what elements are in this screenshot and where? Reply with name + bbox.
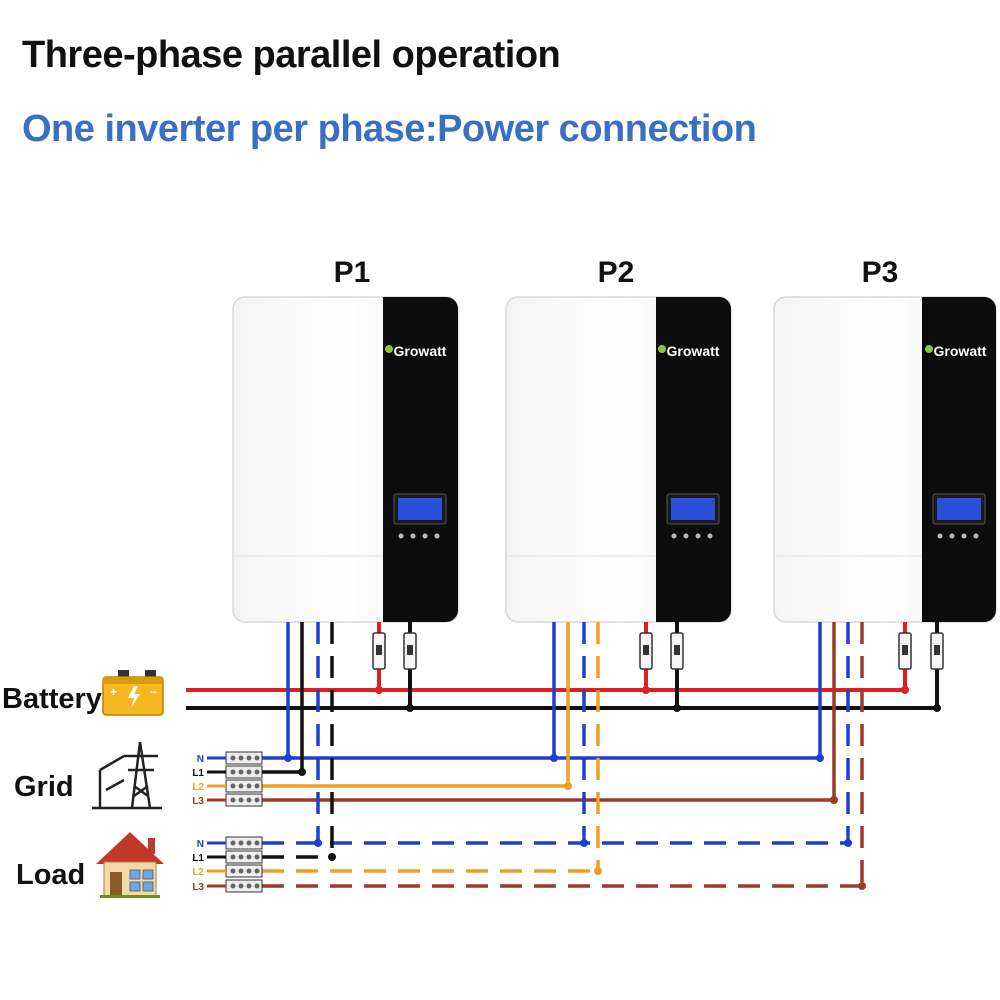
control-buttons xyxy=(937,533,979,539)
dc-breaker xyxy=(930,632,944,670)
dc-breaker xyxy=(639,632,653,670)
dc-breaker xyxy=(372,632,386,670)
inverter-label: P2 xyxy=(598,256,635,289)
terminal-label-l1: L1 xyxy=(192,853,204,864)
inverter-front-panel xyxy=(922,297,996,622)
control-buttons xyxy=(398,533,440,539)
junction-dots xyxy=(375,686,909,694)
lcd-screen xyxy=(671,498,715,520)
house-icon xyxy=(96,832,164,898)
battery-icon: + − xyxy=(102,670,164,716)
brand-logo: Growatt xyxy=(934,343,987,359)
terminal-label-l3: L3 xyxy=(192,882,204,893)
dc-breaker xyxy=(403,632,417,670)
terminal-label-l2: L2 xyxy=(192,867,204,878)
dc-breaker xyxy=(670,632,684,670)
terminal-label-l1: L1 xyxy=(192,768,204,779)
terminal-label-l2: L2 xyxy=(192,782,204,793)
dc-breakers xyxy=(372,632,944,670)
battery-wiring xyxy=(186,622,939,710)
inverter-label: P1 xyxy=(334,256,371,289)
svg-text:−: − xyxy=(150,685,157,699)
page-subtitle: One inverter per phase:Power connection xyxy=(22,108,757,150)
grid-wiring xyxy=(262,622,836,802)
brand-dot-icon xyxy=(385,345,393,353)
lcd-screen xyxy=(398,498,442,520)
dc-breaker xyxy=(898,632,912,670)
inverter-p1: P1 Growatt xyxy=(232,256,459,623)
inverter-front-panel xyxy=(656,297,731,622)
brand-dot-icon xyxy=(925,345,933,353)
load-label: Load xyxy=(16,859,85,891)
inverter-label: P3 xyxy=(862,256,899,289)
lcd-screen xyxy=(937,498,981,520)
svg-text:+: + xyxy=(110,685,117,699)
grid-label: Grid xyxy=(14,771,74,803)
grid-terminal-block: N L1 L2 L3 xyxy=(192,751,263,807)
inverter-p3: P3 Growatt xyxy=(773,256,997,623)
terminal-label-n: N xyxy=(197,754,204,765)
brand-logo: Growatt xyxy=(667,343,720,359)
inverter-p2: P2 Growatt xyxy=(505,256,732,623)
inverter-front-panel xyxy=(383,297,458,622)
page-title: Three-phase parallel operation xyxy=(22,34,561,76)
control-buttons xyxy=(671,533,713,539)
battery-label: Battery xyxy=(2,683,102,715)
brand-logo: Growatt xyxy=(394,343,447,359)
load-terminal-block: N L1 L2 L3 xyxy=(192,836,263,893)
power-pylon-icon xyxy=(92,741,162,810)
terminal-label-n: N xyxy=(197,839,204,850)
terminal-label-l3: L3 xyxy=(192,796,204,807)
brand-dot-icon xyxy=(658,345,666,353)
load-wiring xyxy=(262,622,864,888)
